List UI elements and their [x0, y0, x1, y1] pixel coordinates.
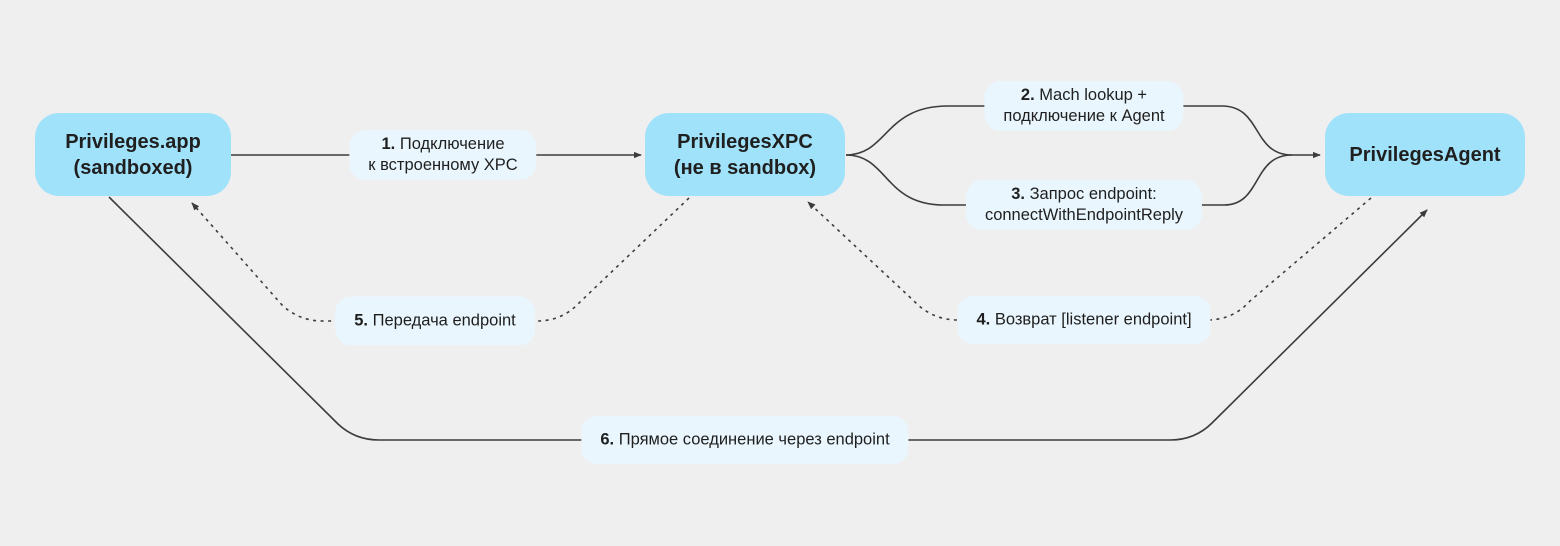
- step-5-content: 5.Передача endpoint: [354, 310, 516, 331]
- step-1-number: 1.: [381, 134, 396, 153]
- step-4-label: 4.Возврат [listener endpoint]: [957, 295, 1211, 345]
- edge-step3-line: [845, 154, 1293, 206]
- step-2-content: 2.Mach lookup + подключение к Agent: [1003, 85, 1164, 127]
- step-3-content: 3.Запрос endpoint: connectWithEndpointRe…: [985, 184, 1183, 226]
- step-4-text: Возврат [listener endpoint]: [994, 310, 1192, 329]
- step-3-label: 3.Запрос endpoint: connectWithEndpointRe…: [965, 179, 1203, 231]
- step-6-text: Прямое соединение через endpoint: [618, 430, 890, 449]
- node-privileges-app-label: Privileges.app (sandboxed): [65, 130, 201, 179]
- node-privileges-xpc: PrivilegesXPC (не в sandbox): [645, 113, 845, 196]
- step-3-number: 3.: [1011, 184, 1025, 203]
- step-4-number: 4.: [976, 310, 991, 329]
- step-2-number: 2.: [1020, 85, 1035, 104]
- node-privileges-agent: PrivilegesAgent: [1325, 113, 1525, 196]
- step-6-label: 6.Прямое соединение через endpoint: [581, 415, 909, 465]
- step-6-content: 6.Прямое соединение через endpoint: [600, 429, 889, 450]
- step-2-label: 2.Mach lookup + подключение к Agent: [984, 80, 1184, 132]
- step-5-text: Передача endpoint: [372, 311, 516, 330]
- node-privileges-xpc-label: PrivilegesXPC (не в sandbox): [673, 130, 817, 179]
- step-5-label: 5.Передача endpoint: [335, 296, 535, 346]
- step-6-number: 6.: [600, 430, 615, 449]
- step-1-label: 1.Подключение к встроенному XPC: [349, 129, 537, 181]
- step-5-number: 5.: [354, 311, 369, 330]
- step-4-content: 4.Возврат [listener endpoint]: [976, 309, 1191, 330]
- node-privileges-agent-label: PrivilegesAgent: [1349, 143, 1501, 166]
- node-privileges-app: Privileges.app (sandboxed): [35, 113, 231, 196]
- step-2-text: Mach lookup + подключение к Agent: [1003, 85, 1165, 125]
- step-1-content: 1.Подключение к встроенному XPC: [368, 134, 517, 176]
- edge-step2-line: [845, 105, 1293, 156]
- step-3-text: Запрос endpoint: connectWithEndpointRepl…: [984, 184, 1184, 224]
- step-1-text: Подключение к встроенному XPC: [368, 134, 518, 174]
